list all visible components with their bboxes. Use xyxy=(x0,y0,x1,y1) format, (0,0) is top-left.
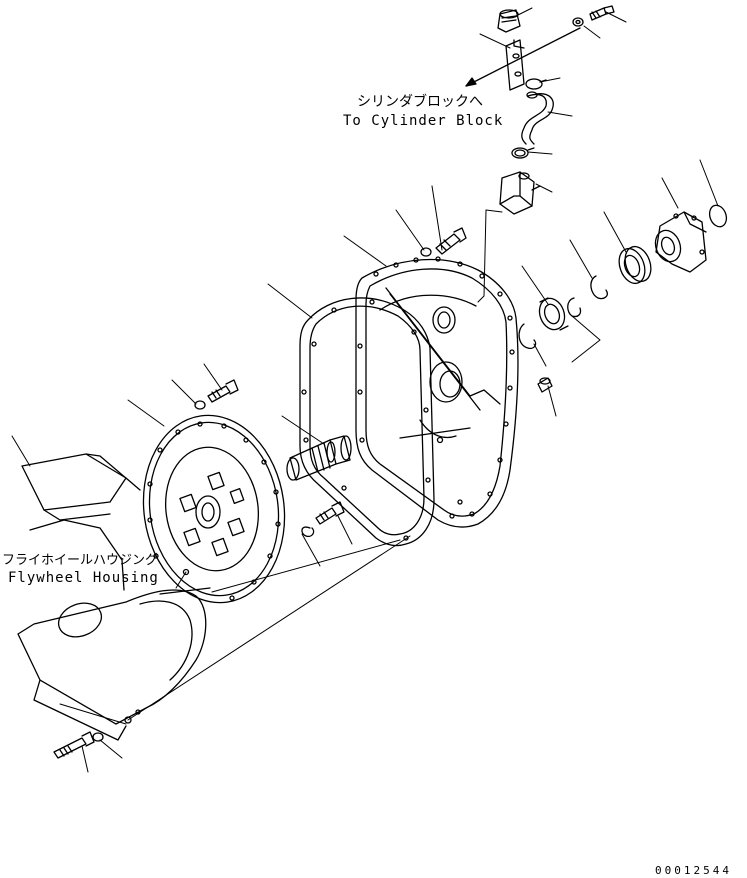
bolt-top xyxy=(589,5,615,21)
bolt-bottom xyxy=(53,731,95,759)
bracket xyxy=(505,39,525,91)
oil-seal xyxy=(618,245,652,285)
clamp-upper xyxy=(525,78,547,90)
bolt-disc xyxy=(207,379,239,403)
washer-top xyxy=(572,17,584,27)
plug-bolt xyxy=(537,377,553,393)
flywheel-housing xyxy=(17,453,211,741)
clamp-lower xyxy=(511,147,535,159)
cylinder-block-label-jp: シリンダブロックへ xyxy=(357,94,483,110)
gasket xyxy=(299,297,435,547)
damper-disc xyxy=(142,414,286,604)
washer-bottom xyxy=(92,732,104,742)
companion-flange xyxy=(654,211,707,273)
washer-disc xyxy=(194,400,206,410)
snap-ring-small xyxy=(301,526,315,538)
breather-cap xyxy=(497,9,521,33)
washer-housing-top xyxy=(420,247,432,257)
snap-ring-large xyxy=(590,275,608,300)
cover-cap xyxy=(708,204,728,228)
bolt-housing-top xyxy=(435,227,467,255)
snap-ring-outer xyxy=(567,297,582,318)
cylinder-block-label-en: To Cylinder Block xyxy=(343,113,504,129)
input-shaft xyxy=(286,435,352,481)
drawing-number: 00012544 xyxy=(655,864,732,877)
leader-lines xyxy=(11,7,719,773)
bearing xyxy=(538,297,569,331)
elbow-fitting xyxy=(499,171,541,215)
flywheel-housing-label-en: Flywheel Housing xyxy=(8,570,159,586)
bolt-shaft xyxy=(315,501,345,525)
housing-cover xyxy=(355,256,519,528)
flywheel-housing-label-jp: フライホイールハウジング xyxy=(2,553,159,568)
bracket-arrow xyxy=(465,27,581,87)
hose xyxy=(521,91,554,145)
snap-ring-inner xyxy=(518,323,537,350)
